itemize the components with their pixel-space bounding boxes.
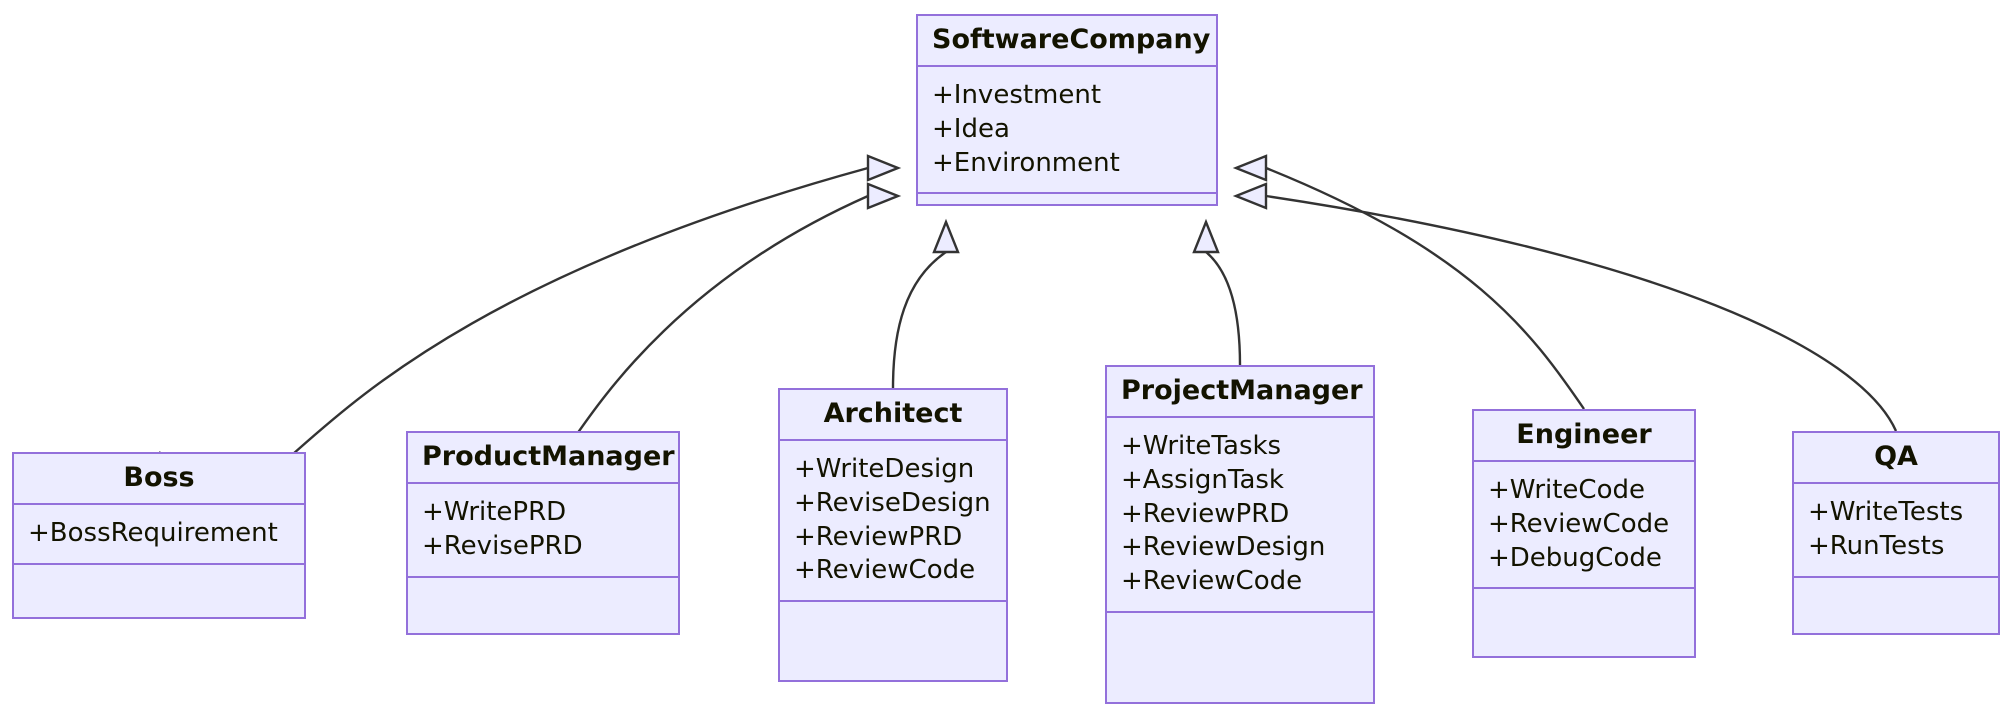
uml-attributes-architect: +WriteDesign+ReviseDesign+ReviewPRD+Revi… — [780, 441, 1006, 603]
generalization-arrowhead — [1232, 154, 1268, 182]
uml-attribute: +WriteDesign — [794, 454, 975, 485]
uml-attribute: +Environment — [932, 147, 1120, 178]
generalization-arrowhead — [866, 154, 902, 182]
uml-attributes-engineer: +WriteCode+ReviewCode+DebugCode — [1474, 462, 1694, 590]
uml-methods-qa — [1794, 578, 1998, 596]
uml-attribute: +ReviewPRD — [794, 521, 963, 552]
uml-class-projectmanager[interactable]: ProjectManager+WriteTasks+AssignTask+Rev… — [1105, 365, 1375, 704]
uml-attribute: +WriteTasks — [1121, 431, 1282, 462]
uml-attribute: +ReviewPRD — [1121, 498, 1290, 529]
uml-attribute: +DebugCode — [1488, 542, 1662, 573]
uml-attribute: +BossRequirement — [28, 518, 278, 549]
uml-methods-boss — [14, 565, 304, 583]
inheritance-edge-architect-to-softwarecompany — [891, 218, 960, 389]
uml-class-architect[interactable]: Architect+WriteDesign+ReviseDesign+Revie… — [778, 388, 1008, 682]
inheritance-edge-projectmanager-to-softwarecompany — [1192, 218, 1242, 366]
uml-class-productmanager[interactable]: ProductManager+WritePRD+RevisePRD — [406, 431, 680, 635]
edge-line — [891, 251, 947, 389]
uml-methods-architect — [780, 602, 1006, 620]
generalization-arrowhead — [932, 218, 960, 254]
uml-attribute: +WritePRD — [422, 497, 567, 528]
edge-line — [1205, 251, 1242, 366]
uml-class-name-architect: Architect — [780, 390, 1006, 442]
uml-attribute: +ReviewCode — [794, 555, 976, 586]
uml-attribute: +ReviewCode — [1488, 508, 1670, 539]
uml-class-name-projectmanager: ProjectManager — [1107, 367, 1373, 419]
uml-attributes-qa: +WriteTests+RunTests — [1794, 484, 1998, 578]
uml-attribute: +Investment — [932, 80, 1102, 111]
generalization-arrowhead — [1232, 182, 1268, 210]
uml-attribute: +AssignTask — [1121, 464, 1284, 495]
uml-methods-softwarecompany — [918, 194, 1216, 212]
uml-class-softwarecompany[interactable]: SoftwareCompany+Investment+Idea+Environm… — [916, 14, 1218, 206]
uml-methods-productmanager — [408, 578, 678, 596]
uml-attributes-productmanager: +WritePRD+RevisePRD — [408, 484, 678, 578]
uml-attribute: +ReviseDesign — [794, 487, 991, 518]
uml-attributes-boss: +BossRequirement — [14, 505, 304, 565]
uml-class-boss[interactable]: Boss +BossRequirement — [12, 452, 306, 619]
uml-attribute: +Idea — [932, 113, 1010, 144]
uml-attribute: +ReviewCode — [1121, 566, 1303, 597]
uml-attribute: +ReviewDesign — [1121, 532, 1326, 563]
uml-methods-projectmanager — [1107, 613, 1373, 631]
uml-class-name-softwarecompany: SoftwareCompany — [918, 16, 1216, 68]
generalization-arrowhead — [866, 182, 902, 210]
uml-attribute: +RevisePRD — [422, 530, 583, 561]
uml-class-name-boss: Boss — [14, 454, 304, 506]
uml-class-engineer[interactable]: Engineer+WriteCode+ReviewCode+DebugCode — [1472, 409, 1696, 658]
uml-methods-engineer — [1474, 589, 1694, 607]
uml-class-name-qa: QA — [1794, 433, 1998, 485]
uml-attribute: +WriteTests — [1808, 497, 1964, 528]
uml-attribute: +RunTests — [1808, 530, 1945, 561]
generalization-arrowhead — [1192, 218, 1220, 254]
uml-class-name-engineer: Engineer — [1474, 411, 1694, 463]
uml-attributes-projectmanager: +WriteTasks+AssignTask+ReviewPRD+ReviewD… — [1107, 418, 1373, 614]
uml-attribute: +WriteCode — [1488, 475, 1645, 506]
uml-class-qa[interactable]: QA+WriteTests+RunTests — [1792, 431, 2000, 635]
uml-attributes-softwarecompany: +Investment+Idea+Environment — [918, 67, 1216, 195]
uml-class-name-productmanager: ProductManager — [408, 433, 678, 485]
